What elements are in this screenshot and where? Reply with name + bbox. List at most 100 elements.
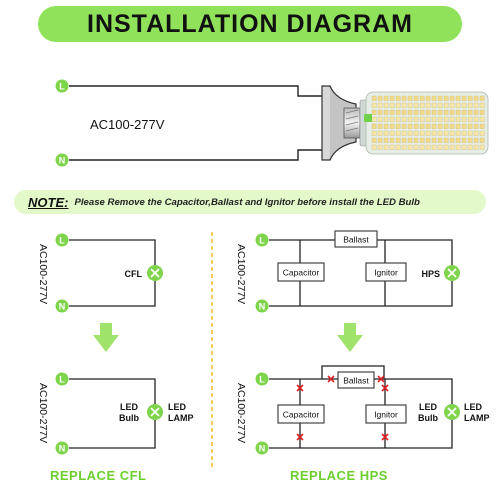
led-chip <box>383 130 389 136</box>
led-chip <box>425 130 431 136</box>
led-chip <box>413 137 419 143</box>
led-bulb-label-line2: Bulb <box>418 413 438 423</box>
led-chip <box>449 123 455 129</box>
led-chip <box>431 123 437 129</box>
led-chip <box>425 137 431 143</box>
terminal-l-label: L <box>59 236 65 246</box>
terminal-n-label: N <box>259 302 266 312</box>
led-chip <box>389 116 395 122</box>
led-lamp-label-line2: LAMP <box>168 413 194 423</box>
led-chip <box>449 137 455 143</box>
led-chip <box>401 95 407 101</box>
led-chip <box>395 95 401 101</box>
led-chip <box>479 144 485 150</box>
capacitor-label: Capacitor <box>283 410 320 420</box>
led-chip <box>461 123 467 129</box>
led-chip <box>413 95 419 101</box>
led-chip <box>377 123 383 129</box>
led-chip <box>473 102 479 108</box>
led-chip <box>413 144 419 150</box>
led-chip <box>389 109 395 115</box>
led-chip <box>401 144 407 150</box>
terminal-n-label: N <box>59 156 66 166</box>
led-chip <box>389 137 395 143</box>
led-chip <box>401 116 407 122</box>
led-chip <box>437 116 443 122</box>
terminal-n-label: N <box>59 444 66 454</box>
terminal-l-label: L <box>259 236 265 246</box>
terminal-n-label: N <box>59 302 66 312</box>
led-chip <box>395 123 401 129</box>
led-chip <box>461 137 467 143</box>
led-chip <box>413 109 419 115</box>
led-chip <box>479 109 485 115</box>
led-chip <box>479 95 485 101</box>
led-chip <box>395 102 401 108</box>
led-chip <box>449 109 455 115</box>
led-chip <box>455 144 461 150</box>
led-chip <box>467 144 473 150</box>
led-chip <box>479 123 485 129</box>
led-chip <box>413 130 419 136</box>
page-title: INSTALLATION DIAGRAM <box>87 9 413 38</box>
led-chip <box>377 137 383 143</box>
led-chip <box>461 102 467 108</box>
top-wiring <box>69 85 330 161</box>
led-chip <box>371 137 377 143</box>
led-chip <box>455 130 461 136</box>
led-chip <box>467 123 473 129</box>
led-chip <box>383 123 389 129</box>
left-down-arrow <box>93 323 119 352</box>
led-chip <box>431 102 437 108</box>
led-chip <box>395 137 401 143</box>
led-chip <box>431 116 437 122</box>
led-chip <box>443 95 449 101</box>
led-chip <box>395 109 401 115</box>
led-chip <box>449 116 455 122</box>
led-chip <box>389 130 395 136</box>
led-chip <box>479 102 485 108</box>
led-chip <box>401 130 407 136</box>
led-chip <box>377 130 383 136</box>
left-voltage-bottom: AC100-277V <box>37 383 49 443</box>
note-bar: NOTE: Please Remove the Capacitor,Ballas… <box>14 190 486 214</box>
led-chip <box>473 109 479 115</box>
led-chip <box>419 130 425 136</box>
cfl-label: CFL <box>125 269 143 279</box>
led-chip <box>437 102 443 108</box>
led-chip <box>377 102 383 108</box>
led-chip <box>407 144 413 150</box>
led-chip <box>443 130 449 136</box>
led-chip <box>461 109 467 115</box>
led-chip <box>419 109 425 115</box>
right-down-arrow <box>337 323 363 352</box>
led-chip <box>371 95 377 101</box>
led-chip <box>419 116 425 122</box>
led-chip <box>443 116 449 122</box>
led-chip <box>467 95 473 101</box>
led-chip <box>413 123 419 129</box>
led-chip <box>401 137 407 143</box>
led-chip <box>473 137 479 143</box>
led-chip <box>473 144 479 150</box>
led-chip <box>407 123 413 129</box>
led-chip <box>479 116 485 122</box>
led-chip <box>371 123 377 129</box>
led-chip <box>437 130 443 136</box>
led-chip <box>419 144 425 150</box>
led-bulb-label-line1: LED <box>419 402 438 412</box>
led-chip <box>437 109 443 115</box>
led-chip <box>455 123 461 129</box>
led-chip <box>449 130 455 136</box>
right-voltage-top: AC100-277V <box>235 244 247 304</box>
led-chip <box>467 116 473 122</box>
right-top-circuit: Ballast Capacitor Ignitor L N HPS AC100-… <box>235 230 460 313</box>
capacitor-label: Capacitor <box>283 268 320 278</box>
ballast-label: Ballast <box>343 235 369 245</box>
led-chip <box>455 137 461 143</box>
led-chip <box>383 102 389 108</box>
terminal-l-label: L <box>59 375 65 385</box>
hps-label: HPS <box>421 269 440 279</box>
led-chip <box>377 116 383 122</box>
